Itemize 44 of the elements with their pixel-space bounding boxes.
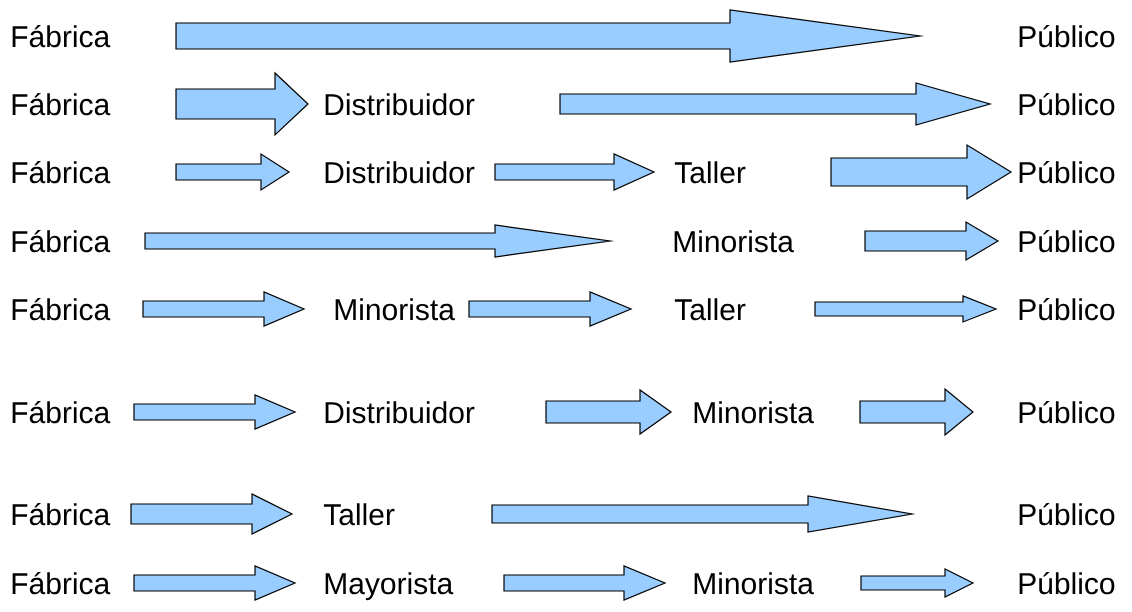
- block-arrow: [175, 152, 291, 192]
- stage-label: Fábrica: [12, 571, 111, 595]
- stage-label: Público: [1019, 229, 1115, 253]
- block-arrow: [545, 388, 673, 436]
- stage-label: Fábrica: [12, 24, 111, 48]
- stage-label: Taller: [674, 298, 746, 321]
- block-arrow: [130, 493, 294, 535]
- stage-label: Público: [1019, 92, 1115, 116]
- stage-label: Minorista: [694, 572, 814, 595]
- block-arrow: [503, 565, 667, 601]
- stage-label: Minorista: [694, 401, 814, 424]
- block-arrow: [468, 291, 633, 327]
- block-arrow: [175, 71, 309, 137]
- block-arrow: [133, 565, 297, 601]
- block-arrow: [859, 387, 974, 437]
- block-arrow: [860, 568, 975, 598]
- stage-label: Distribuidor: [325, 93, 475, 116]
- stage-label: Distribuidor: [325, 401, 475, 424]
- stage-label: Público: [1019, 160, 1115, 184]
- block-arrow: [491, 495, 916, 533]
- stage-label: Fábrica: [12, 297, 111, 321]
- stage-label: Distribuidor: [325, 161, 475, 184]
- block-arrow: [864, 220, 1000, 262]
- stage-label: Taller: [323, 503, 395, 526]
- stage-label: Fábrica: [12, 400, 111, 424]
- block-arrow: [494, 153, 656, 191]
- block-arrow: [830, 143, 1013, 201]
- stage-label: Fábrica: [12, 92, 111, 116]
- stage-label: Fábrica: [12, 502, 111, 526]
- stage-label: Fábrica: [12, 229, 111, 253]
- stage-label: Mayorista: [325, 572, 454, 601]
- stage-label: Minorista: [335, 298, 455, 321]
- stage-label: Taller: [674, 161, 746, 184]
- stage-label: Fábrica: [12, 160, 111, 184]
- block-arrow: [559, 82, 993, 126]
- stage-label: Público: [1019, 400, 1115, 424]
- block-arrow: [142, 291, 306, 327]
- stage-label: Público: [1019, 571, 1115, 595]
- stage-label: Público: [1019, 502, 1115, 526]
- stage-label: Público: [1019, 297, 1115, 321]
- stage-label: Minorista: [674, 230, 794, 253]
- stage-label: Público: [1019, 24, 1115, 48]
- block-arrow: [814, 295, 998, 323]
- block-arrow: [133, 394, 297, 430]
